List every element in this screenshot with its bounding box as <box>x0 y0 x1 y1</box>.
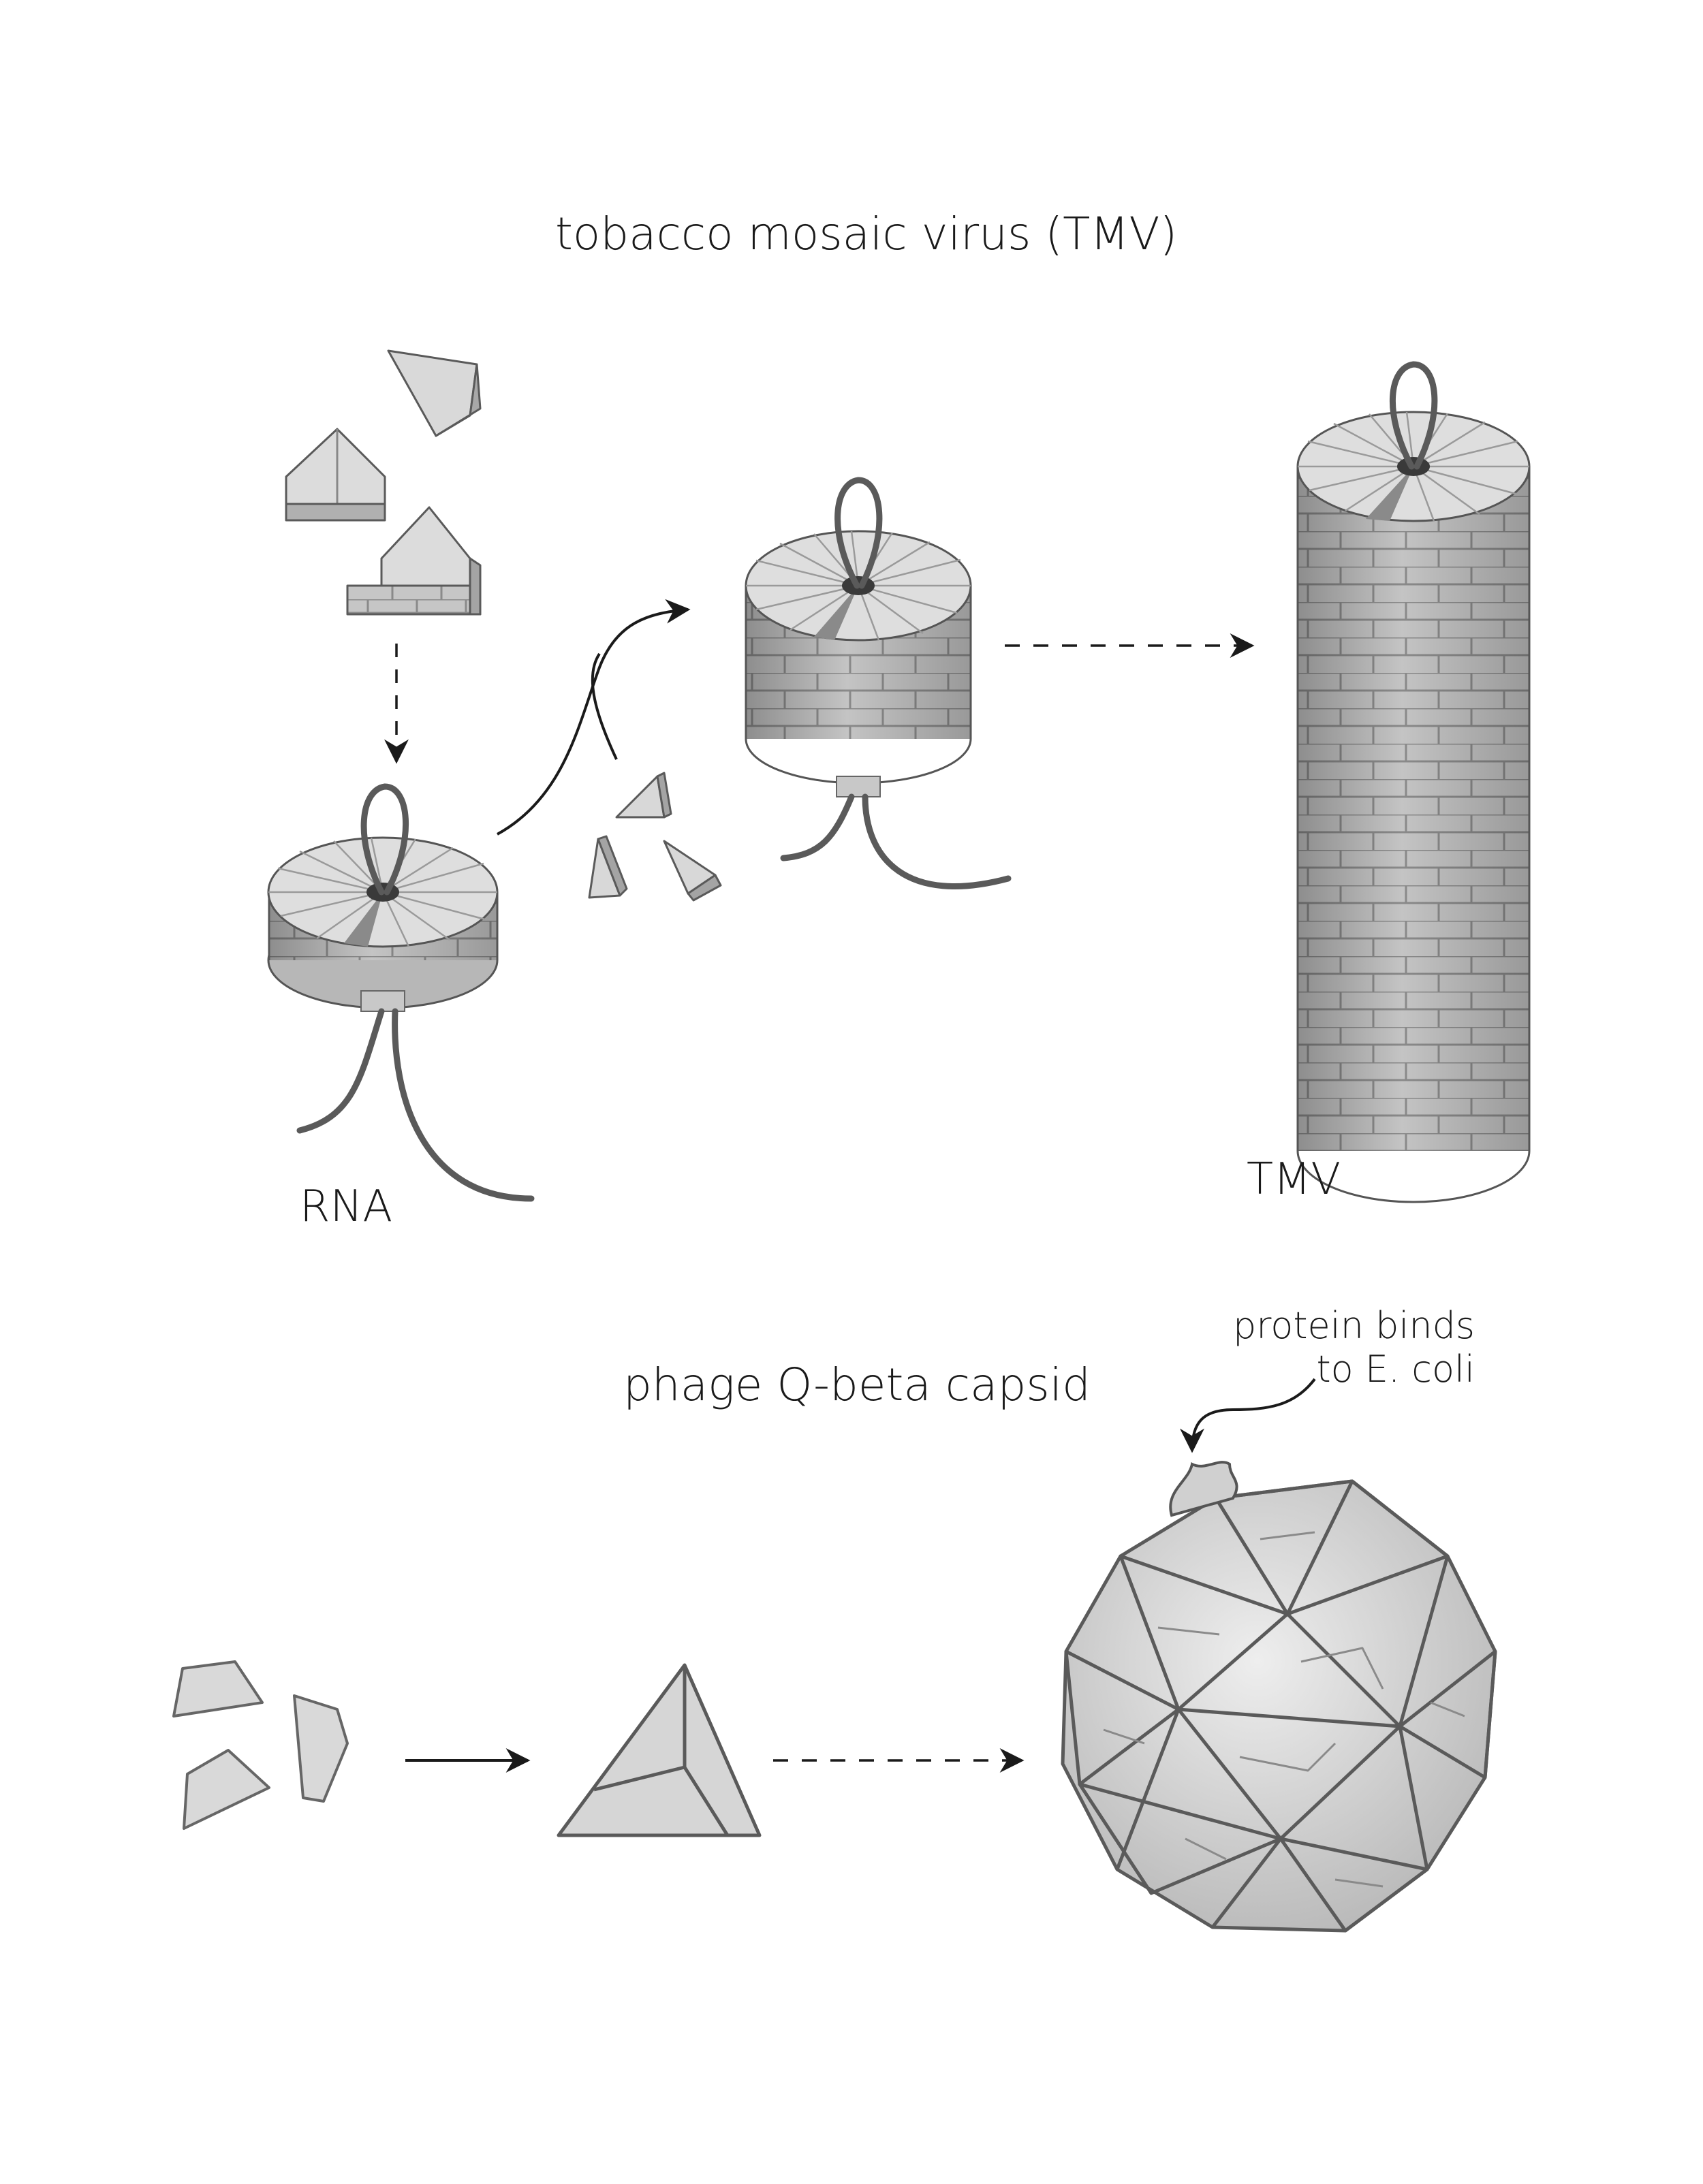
coat-subunit-icon <box>172 1660 264 1718</box>
rna-strand-medium <box>780 793 1012 889</box>
protein-subunit-icon <box>387 349 482 437</box>
tmv-stack-medium <box>745 530 972 797</box>
protein-subunits-cluster-1 <box>285 349 482 616</box>
coat-protein-subunits <box>172 1660 349 1830</box>
attachment-protein-icon <box>1169 1461 1238 1517</box>
protein-subunit-icon <box>615 772 672 819</box>
attachment-protein-annotation: protein binds to E. coli <box>1233 1304 1475 1391</box>
tmv-title: tobacco mosaic virus (TMV) <box>555 208 1178 260</box>
annotation-line-2: to E. coli <box>1316 1348 1475 1391</box>
coat-subunit-icon <box>293 1694 349 1803</box>
tmv-rod <box>1296 411 1531 1203</box>
rna-label: RNA <box>300 1182 393 1232</box>
curved-arrow-assembly <box>497 599 691 836</box>
protein-subunit-icon <box>663 840 722 902</box>
curved-arrow-branch <box>591 652 618 760</box>
coat-subunit-icon <box>183 1749 270 1830</box>
rna-strand-small <box>296 1008 535 1202</box>
protein-subunit-icon <box>588 835 628 899</box>
tmv-product-label: TMV <box>1247 1154 1341 1205</box>
rna-loop-medium <box>834 477 883 589</box>
rna-loop-rod <box>1390 361 1438 470</box>
qbeta-title: phage Q-beta capsid <box>623 1359 1091 1411</box>
protein-subunits-cluster-2 <box>588 772 722 902</box>
protein-subunit-icon <box>346 506 482 616</box>
annotation-arrow <box>1180 1378 1316 1453</box>
tmv-disk-small <box>267 836 499 1012</box>
protein-subunit-icon <box>285 428 386 522</box>
rna-loop-small <box>360 783 409 896</box>
annotation-line-1: protein binds <box>1233 1304 1475 1347</box>
qbeta-capsid <box>1061 1479 1497 1933</box>
coat-protein-trimer <box>557 1663 762 1837</box>
